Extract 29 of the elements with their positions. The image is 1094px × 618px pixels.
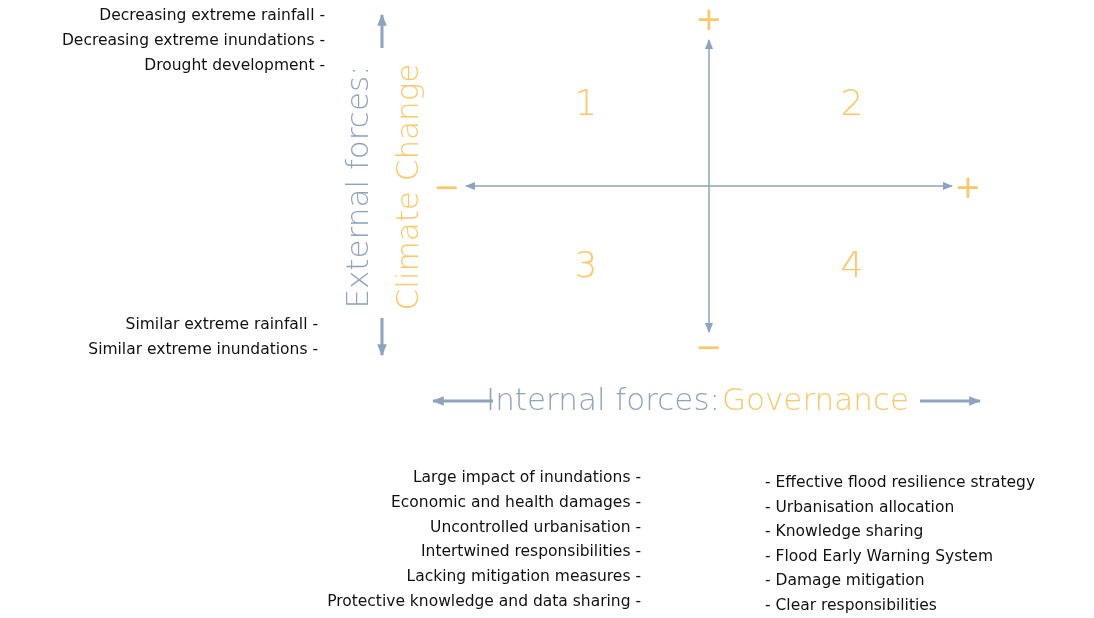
factor-text: Large impact of inundations - <box>412 469 641 487</box>
axis-title: Internal forces: <box>486 382 720 418</box>
factor-text: - Damage mitigation <box>765 572 925 590</box>
factor-text: Lacking mitigation measures - <box>406 568 641 587</box>
axis-title: External forces: <box>340 65 376 309</box>
plus-sign: + <box>695 0 723 38</box>
factor-text: - Urbanisation allocation <box>765 498 955 517</box>
quadrant-number: 1 <box>574 82 598 124</box>
minus-sign: − <box>695 328 723 366</box>
quadrant-number: 2 <box>840 82 864 124</box>
factor-text: Uncontrolled urbanisation - <box>430 518 641 537</box>
minus-sign: − <box>433 168 461 206</box>
factor-text: Decreasing extreme inundations - <box>61 32 325 50</box>
factor-text: - Clear responsibilities <box>765 596 937 615</box>
axis-title: Governance <box>722 382 909 418</box>
factor-text: Drought development - <box>144 57 325 75</box>
quadrant-number: 4 <box>840 244 864 286</box>
factor-text: Similar extreme inundations - <box>88 341 318 359</box>
factor-text: - Flood Early Warning System <box>765 547 993 566</box>
factor-text: - Knowledge sharing <box>765 523 924 541</box>
factor-text: Protective knowledge and data sharing - <box>327 593 641 611</box>
factor-text: Intertwined responsibilities - <box>421 543 641 562</box>
plus-sign: + <box>954 168 982 206</box>
quadrant-number: 3 <box>574 244 598 286</box>
factor-text: Similar extreme rainfall - <box>125 316 318 334</box>
factor-text: Economic and health damages - <box>391 493 641 512</box>
axis-title: Climate Change <box>390 63 426 311</box>
factor-text: - Effective flood resilience strategy <box>765 474 1036 492</box>
factor-text: Decreasing extreme rainfall - <box>99 7 325 25</box>
